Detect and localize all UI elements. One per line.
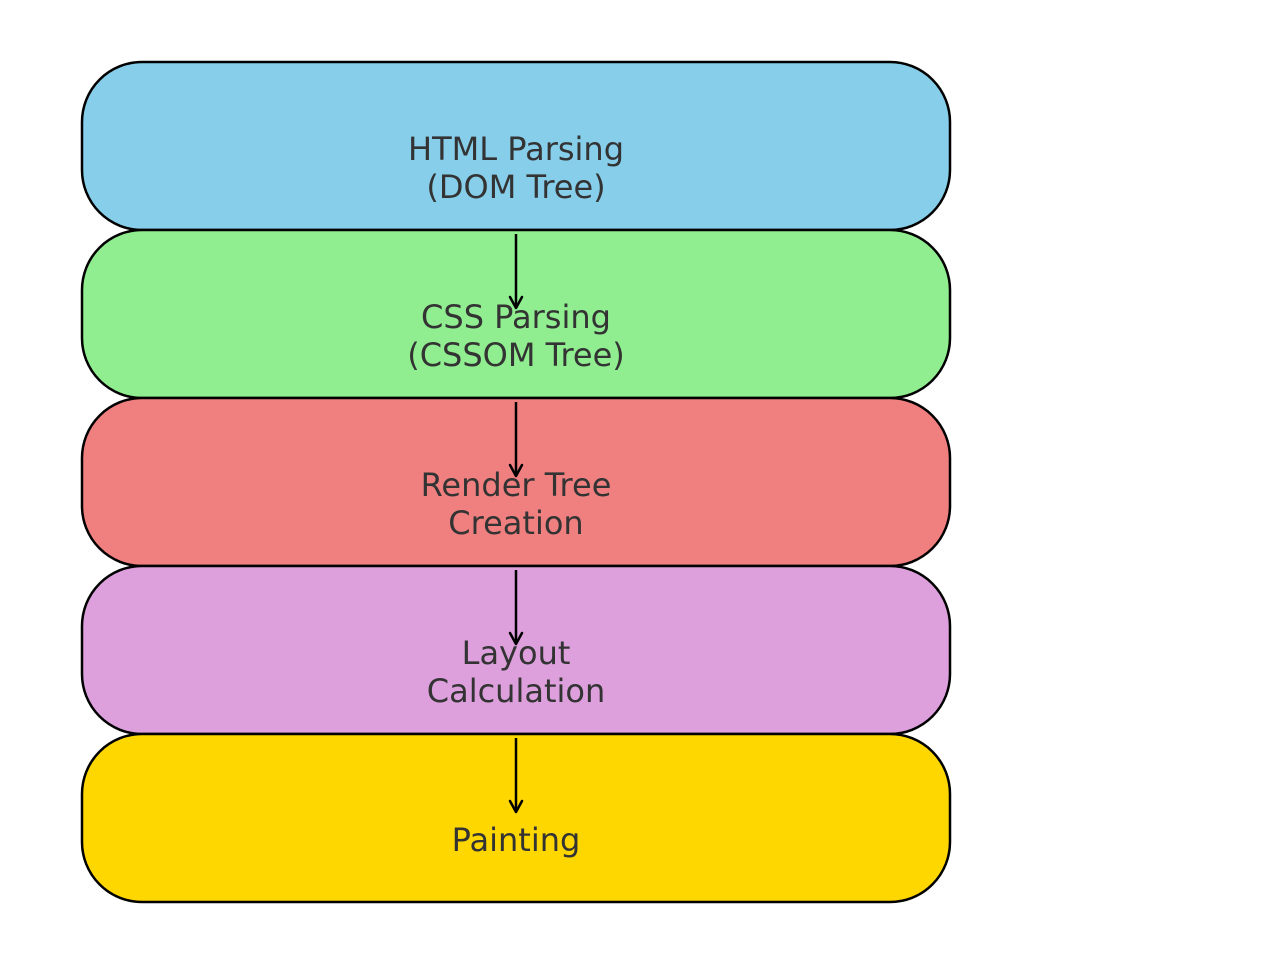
stage-label: HTML Parsing — [408, 130, 624, 168]
stage-label: Painting — [452, 821, 581, 859]
flow-arrow-1 — [508, 234, 524, 310]
arrow-head — [508, 295, 524, 310]
flow-arrow-3 — [508, 570, 524, 646]
arrow-head — [508, 463, 524, 478]
stage-label: (DOM Tree) — [426, 168, 605, 206]
stage-box-5: Painting — [80, 732, 952, 904]
stage-label: (CSSOM Tree) — [407, 336, 625, 374]
stage-box-1: HTML Parsing(DOM Tree) — [80, 60, 952, 232]
stage-label: Creation — [448, 504, 583, 542]
arrow-head — [508, 799, 524, 814]
stage-label: Calculation — [427, 672, 606, 710]
flow-arrow-2 — [508, 402, 524, 478]
stage-shape — [80, 732, 952, 904]
stage-box-2: CSS Parsing(CSSOM Tree) — [80, 228, 952, 400]
flow-arrow-4 — [508, 738, 524, 814]
arrow-head — [508, 631, 524, 646]
